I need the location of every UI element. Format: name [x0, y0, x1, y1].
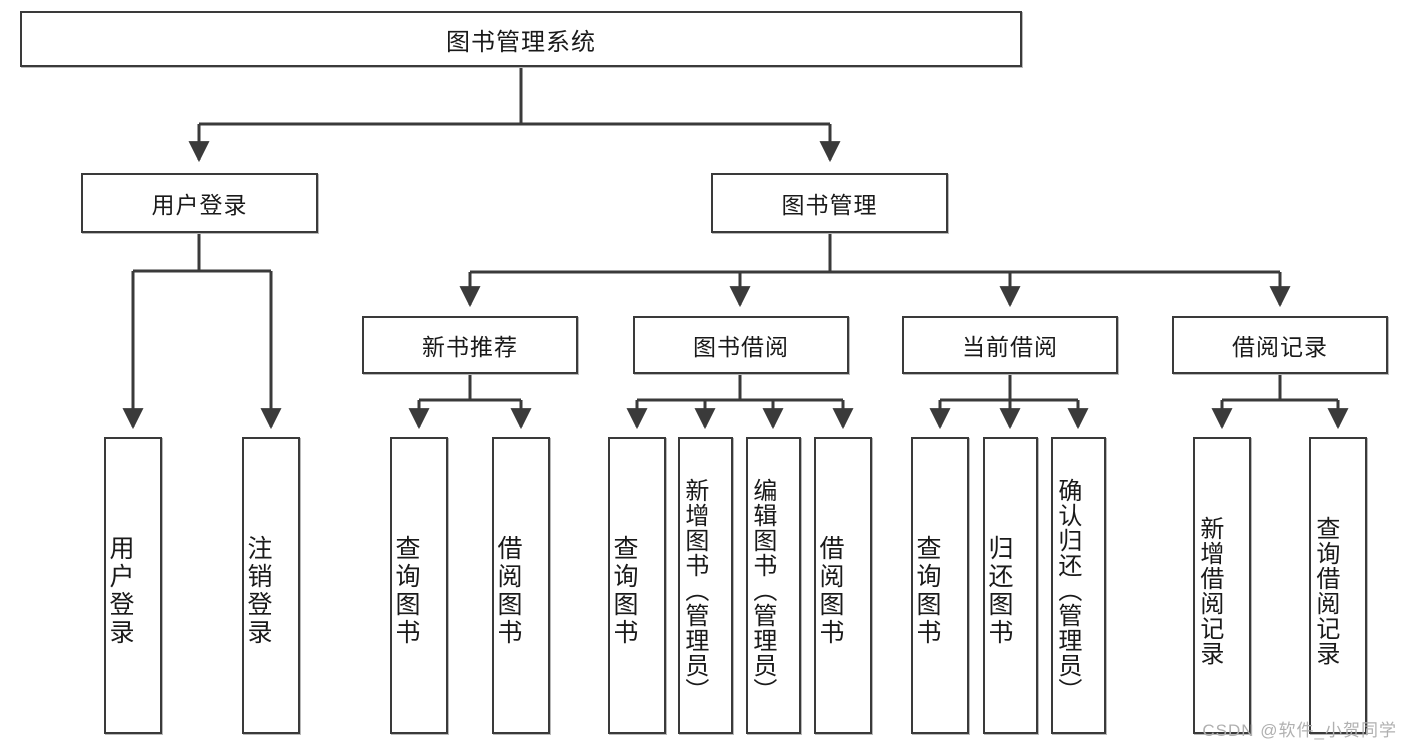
leaf-query-book-3[interactable]: 查询图书	[911, 437, 969, 734]
leaf-label: 编辑图书（管理员）	[748, 478, 776, 703]
leaf-label: 借阅图书	[494, 534, 522, 647]
node-label: 图书管理系统	[446, 28, 596, 56]
leaf-borrow-book-1[interactable]: 借阅图书	[492, 437, 550, 734]
node-new-book-recommend[interactable]: 新书推荐	[362, 316, 578, 374]
leaf-return-book[interactable]: 归还图书	[983, 437, 1038, 734]
leaf-label: 查询图书	[913, 534, 941, 647]
leaf-user-login[interactable]: 用户登录	[104, 437, 162, 734]
node-label: 用户登录	[151, 192, 248, 218]
leaf-borrow-book-2[interactable]: 借阅图书	[814, 437, 872, 734]
node-book-borrow[interactable]: 图书借阅	[633, 316, 849, 374]
leaf-confirm-return[interactable]: 确认归还（管理员）	[1051, 437, 1106, 734]
node-root-system[interactable]: 图书管理系统	[20, 11, 1022, 67]
leaf-query-book-2[interactable]: 查询图书	[608, 437, 666, 734]
leaf-edit-book[interactable]: 编辑图书（管理员）	[746, 437, 801, 734]
node-label: 借阅记录	[1232, 334, 1328, 360]
leaf-query-record[interactable]: 查询借阅记录	[1309, 437, 1367, 734]
leaf-label: 查询图书	[610, 534, 638, 647]
node-book-management[interactable]: 图书管理	[711, 173, 948, 233]
leaf-label: 用户登录	[106, 534, 134, 647]
leaf-label: 查询图书	[392, 534, 420, 647]
node-label: 图书管理	[781, 192, 878, 218]
node-borrow-record[interactable]: 借阅记录	[1172, 316, 1388, 374]
node-label: 新书推荐	[422, 334, 518, 360]
leaf-label: 注销登录	[244, 534, 272, 647]
node-label: 当前借阅	[962, 334, 1058, 360]
leaf-label: 借阅图书	[816, 534, 844, 647]
node-label: 图书借阅	[693, 334, 789, 360]
leaf-label: 查询借阅记录	[1311, 515, 1339, 666]
leaf-label: 新增借阅记录	[1195, 515, 1223, 666]
node-current-borrow[interactable]: 当前借阅	[902, 316, 1118, 374]
watermark: CSDN @软件_小贺同学	[1202, 721, 1397, 740]
leaf-label: 归还图书	[985, 534, 1013, 647]
leaf-query-book-1[interactable]: 查询图书	[390, 437, 448, 734]
leaf-logout[interactable]: 注销登录	[242, 437, 300, 734]
node-user-login[interactable]: 用户登录	[81, 173, 318, 233]
leaf-add-book[interactable]: 新增图书（管理员）	[678, 437, 733, 734]
leaf-label: 新增图书（管理员）	[680, 478, 708, 703]
leaf-label: 确认归还（管理员）	[1053, 478, 1081, 703]
leaf-add-record[interactable]: 新增借阅记录	[1193, 437, 1251, 734]
